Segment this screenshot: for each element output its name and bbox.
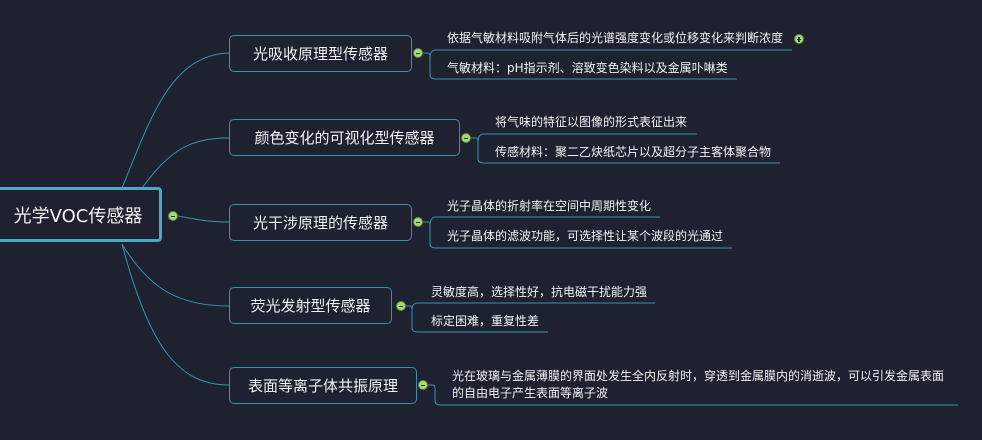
collapse-icon[interactable] bbox=[413, 48, 423, 58]
leaf-topic[interactable]: 依据气敏材料吸附气体后的光谱强度变化或位移变化来判断浓度 bbox=[447, 31, 784, 45]
leaf-topic[interactable]: 气敏材料：pH指示剂、溶致变色染料以及金属卟啉类 bbox=[447, 61, 728, 75]
branch-topic[interactable]: 表面等离子体共振原理 bbox=[229, 367, 417, 404]
branch-label: 荧光发射型传感器 bbox=[250, 297, 371, 315]
leaf-topic[interactable]: 光子晶体的滤波功能，可选择性让某个波段的光通过 bbox=[447, 229, 724, 243]
collapse-icon[interactable] bbox=[413, 217, 423, 227]
branch-label: 光吸收原理型传感器 bbox=[252, 45, 388, 63]
collapse-icon[interactable] bbox=[418, 380, 428, 390]
leaf-topic[interactable]: 灵敏度高，选择性好，抗电磁干扰能力强 bbox=[431, 285, 648, 299]
collapse-icon[interactable] bbox=[168, 211, 178, 221]
branch-topic[interactable]: 光吸收原理型传感器 bbox=[229, 35, 412, 72]
leaf-topic[interactable]: 标定困难，重复性差 bbox=[431, 314, 540, 328]
branch-topic[interactable]: 光干涉原理的传感器 bbox=[229, 204, 412, 241]
leaf-topic[interactable]: 光子晶体的折射率在空间中周期性变化 bbox=[447, 199, 652, 213]
root-topic[interactable]: 光学VOC传感器 bbox=[0, 187, 162, 242]
leaf-topic[interactable]: 传感材料：聚二乙炔纸芯片以及超分子主客体聚合物 bbox=[495, 145, 772, 159]
branch-label: 表面等离子体共振原理 bbox=[247, 377, 398, 395]
branch-label: 颜色变化的可视化型传感器 bbox=[254, 129, 435, 147]
branch-topic[interactable]: 颜色变化的可视化型传感器 bbox=[229, 119, 460, 156]
collapse-icon[interactable] bbox=[461, 133, 471, 143]
branch-topic[interactable]: 荧光发射型传感器 bbox=[229, 287, 392, 324]
collapse-icon[interactable] bbox=[396, 301, 406, 311]
leaf-line: 光在玻璃与金属薄膜的界面处发生全内反射时，穿透到金属膜内的消逝波，可以引发金属表… bbox=[452, 369, 945, 383]
leaf-topic[interactable]: 光在玻璃与金属薄膜的界面处发生全内反射时，穿透到金属膜内的消逝波，可以引发金属表… bbox=[452, 368, 944, 402]
leaf-line: 的自由电子产生表面等离子波 bbox=[452, 386, 609, 400]
expand-icon[interactable] bbox=[794, 34, 804, 44]
root-topic-label: 光学VOC传感器 bbox=[13, 205, 143, 227]
leaf-topic[interactable]: 将气味的特征以图像的形式表征出来 bbox=[495, 115, 688, 129]
branch-label: 光干涉原理的传感器 bbox=[252, 214, 388, 232]
